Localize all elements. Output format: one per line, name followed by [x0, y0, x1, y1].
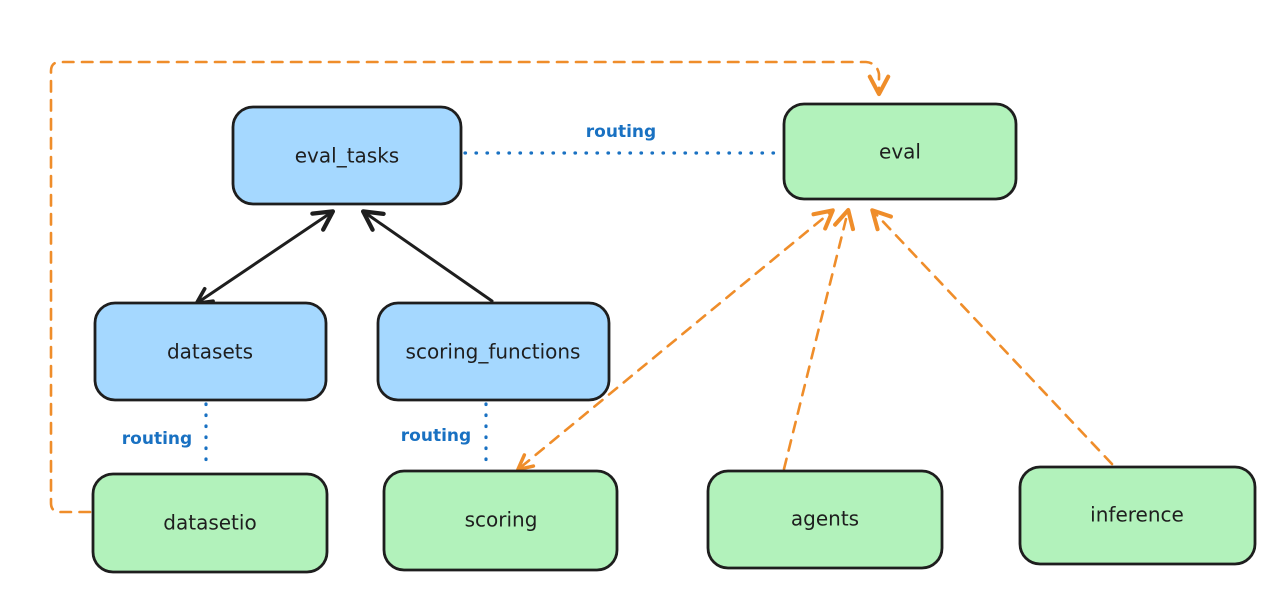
edge-agents-to-eval [782, 207, 856, 471]
node-datasetio: datasetio [91, 472, 329, 574]
node-datasets: datasets [93, 301, 328, 402]
node-scoring-box [382, 469, 619, 572]
node-scoring-functions-label: scoring_functions [406, 340, 581, 364]
node-eval: eval [782, 102, 1018, 201]
node-eval-label: eval [879, 140, 921, 164]
routing-label-eval-tasks-eval: routing [586, 122, 656, 142]
node-eval-tasks: eval_tasks [231, 105, 463, 206]
edge-scoring-to-eval [516, 208, 835, 472]
node-scoring: scoring [382, 469, 619, 572]
node-scoring-functions-box [376, 301, 611, 402]
edge-datasets-to-eval-tasks [194, 209, 336, 306]
node-agents-box [706, 469, 944, 570]
node-eval-tasks-box [231, 105, 463, 206]
node-datasetio-label: datasetio [163, 511, 256, 535]
routing-label-datasets-datasetio: routing [122, 429, 192, 449]
node-scoring-label: scoring [465, 508, 538, 532]
node-scoring-functions: scoring_functions [376, 301, 611, 402]
node-eval-tasks-label: eval_tasks [295, 144, 399, 168]
node-inference: inference [1018, 465, 1257, 566]
node-inference-box [1018, 465, 1257, 566]
edge-scoring-functions-to-eval-tasks [360, 209, 494, 303]
node-datasetio-box [91, 472, 329, 574]
edge-datasetio-to-eval [49, 60, 891, 514]
node-agents-label: agents [791, 507, 859, 531]
node-datasets-label: datasets [167, 340, 253, 364]
node-agents: agents [706, 469, 944, 570]
node-datasets-box [93, 301, 328, 402]
routing-label-scoring-functions-scoring: routing [401, 426, 471, 446]
node-eval-box [782, 102, 1018, 201]
edge-inference-to-eval [870, 208, 1114, 466]
node-inference-label: inference [1090, 503, 1184, 527]
